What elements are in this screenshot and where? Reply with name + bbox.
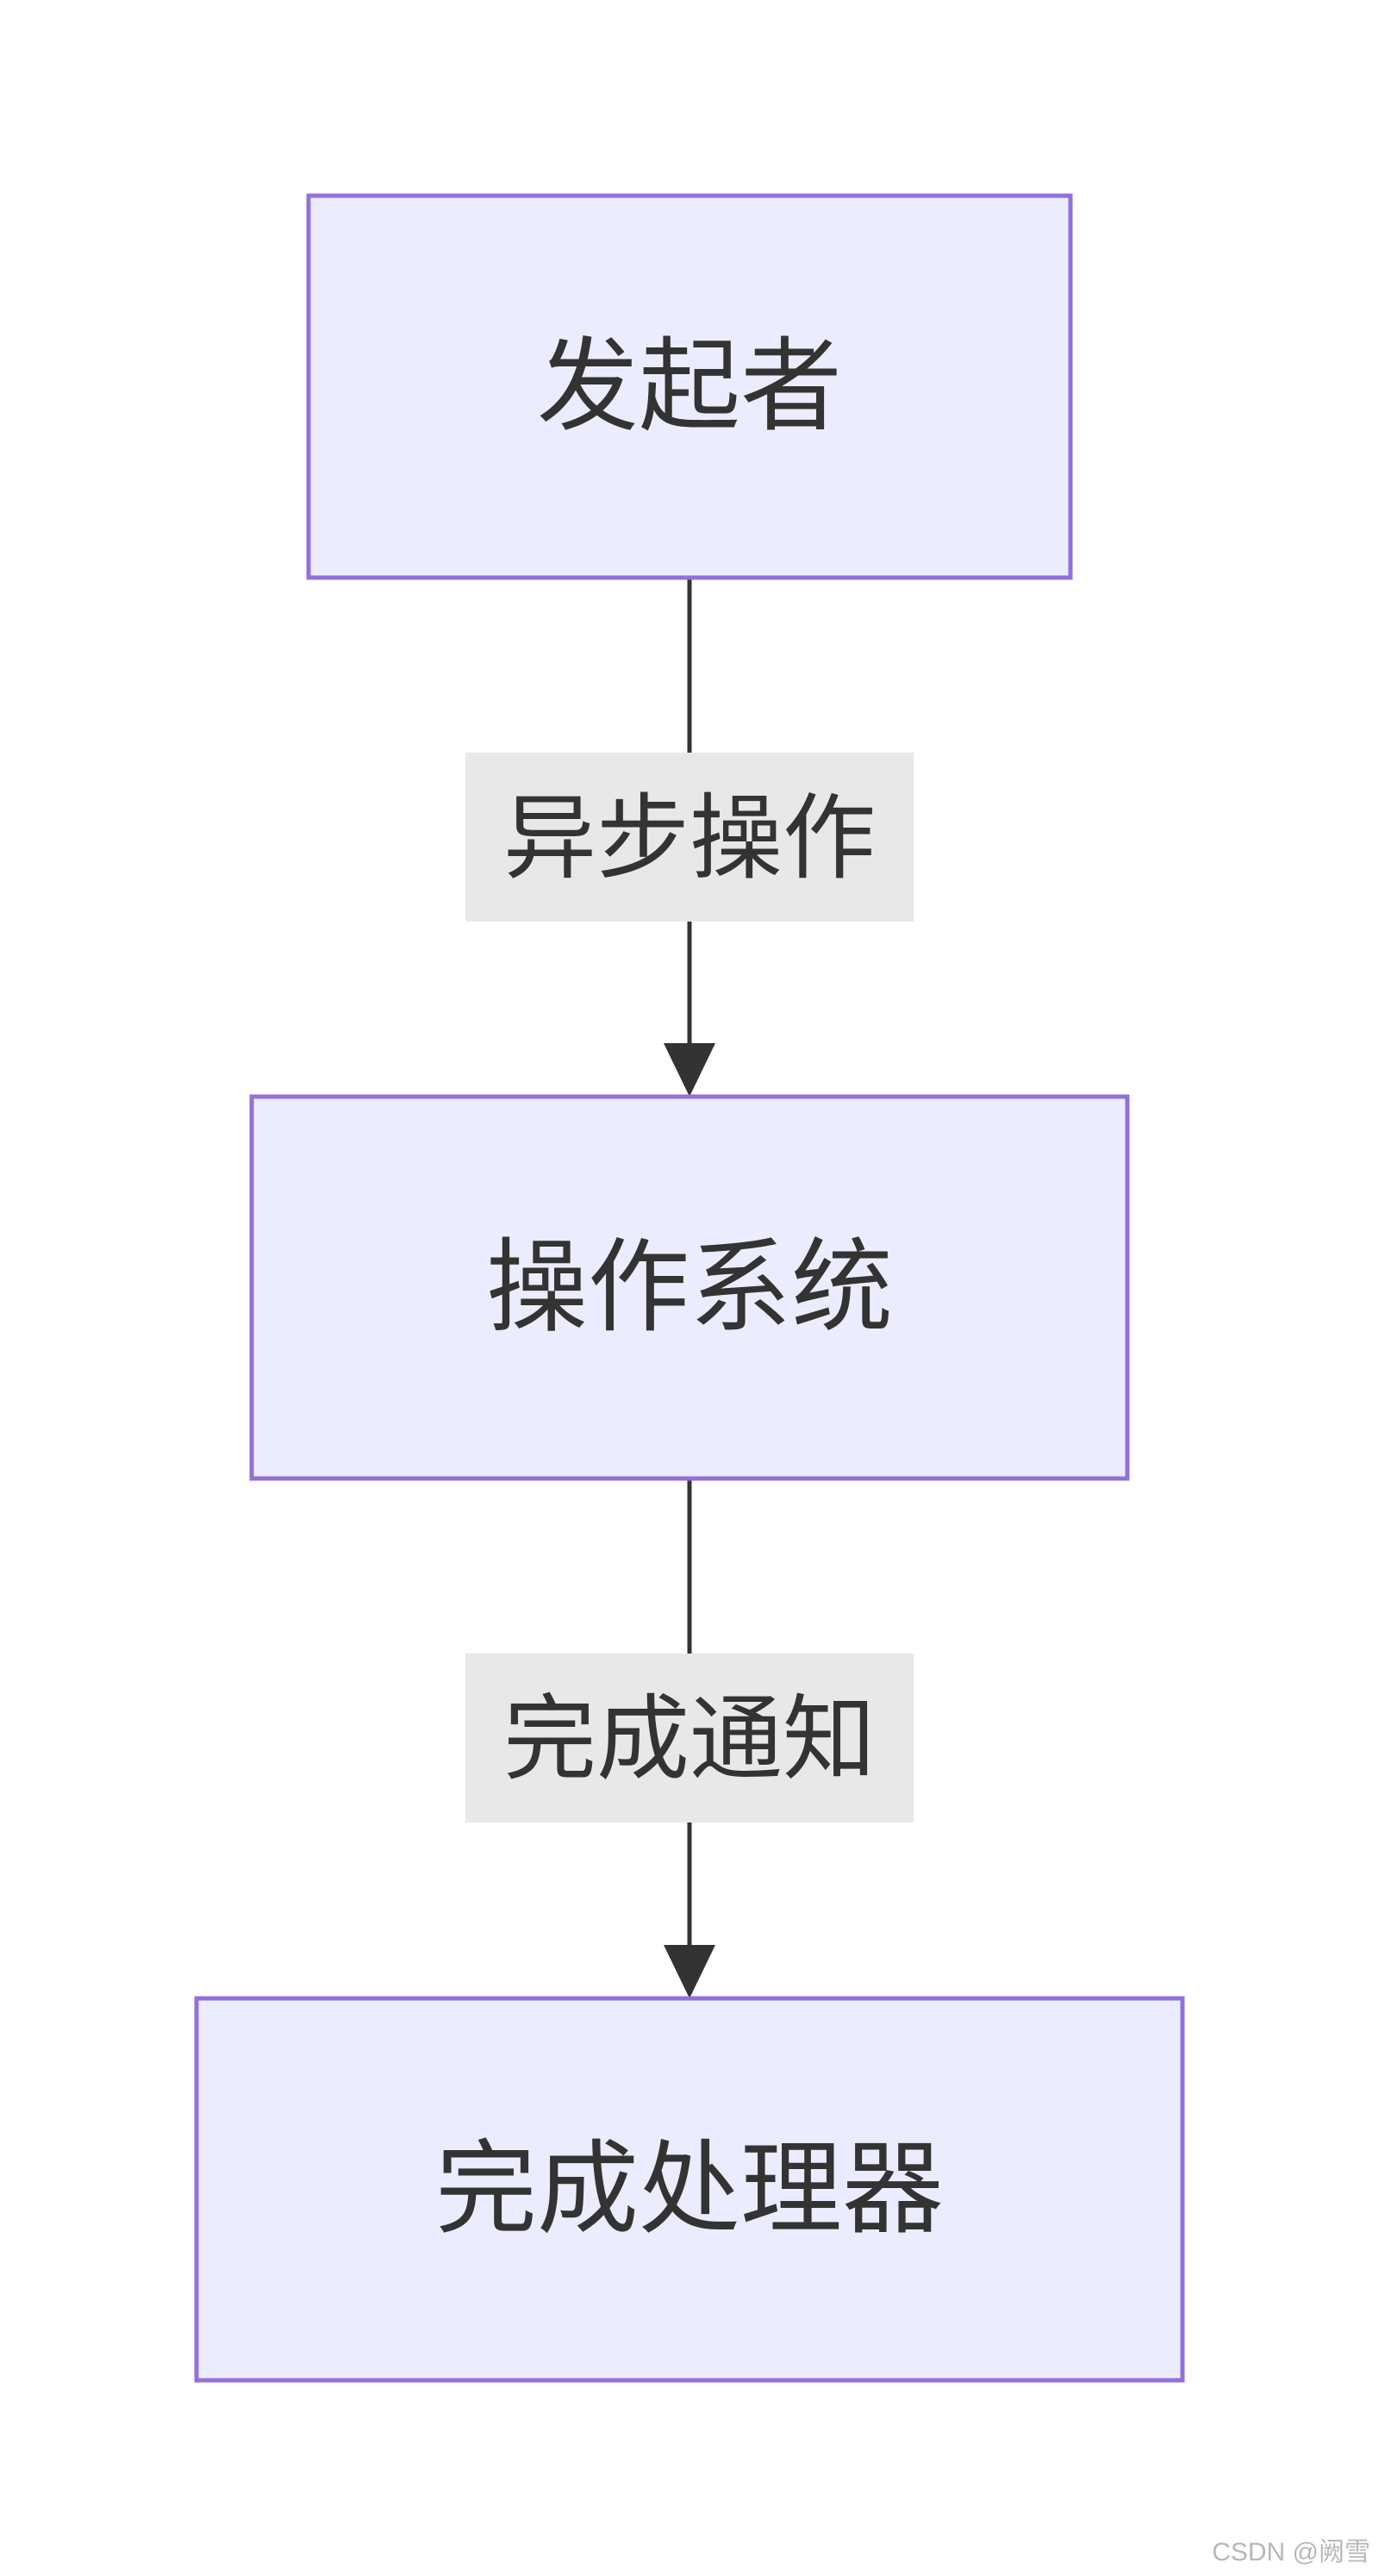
edge-label-async-operation: 异步操作 bbox=[503, 785, 876, 893]
node-box bbox=[194, 1996, 1185, 2383]
edge-initiator-to-os: 异步操作 bbox=[465, 577, 914, 1097]
node-initiator: 发起者 bbox=[306, 193, 1073, 580]
arrow-head bbox=[664, 1945, 715, 1998]
watermark-text: CSDN @阙雪 bbox=[1212, 2538, 1370, 2567]
edge-label-completion-notification: 完成通知 bbox=[503, 1686, 876, 1794]
edge-os-to-handler: 完成通知 bbox=[465, 1479, 914, 1998]
node-box bbox=[306, 193, 1073, 580]
node-label-completion-handler: 完成处理器 bbox=[435, 2129, 944, 2248]
edge-label-background bbox=[465, 1654, 914, 1823]
node-completion-handler: 完成处理器 bbox=[194, 1996, 1185, 2383]
node-box bbox=[249, 1094, 1130, 1481]
arrow-head bbox=[664, 1043, 715, 1097]
node-operating-system: 操作系统 bbox=[249, 1094, 1130, 1481]
node-label-operating-system: 操作系统 bbox=[486, 1228, 893, 1347]
node-label-initiator: 发起者 bbox=[537, 327, 842, 446]
edge-label-background bbox=[465, 753, 914, 922]
